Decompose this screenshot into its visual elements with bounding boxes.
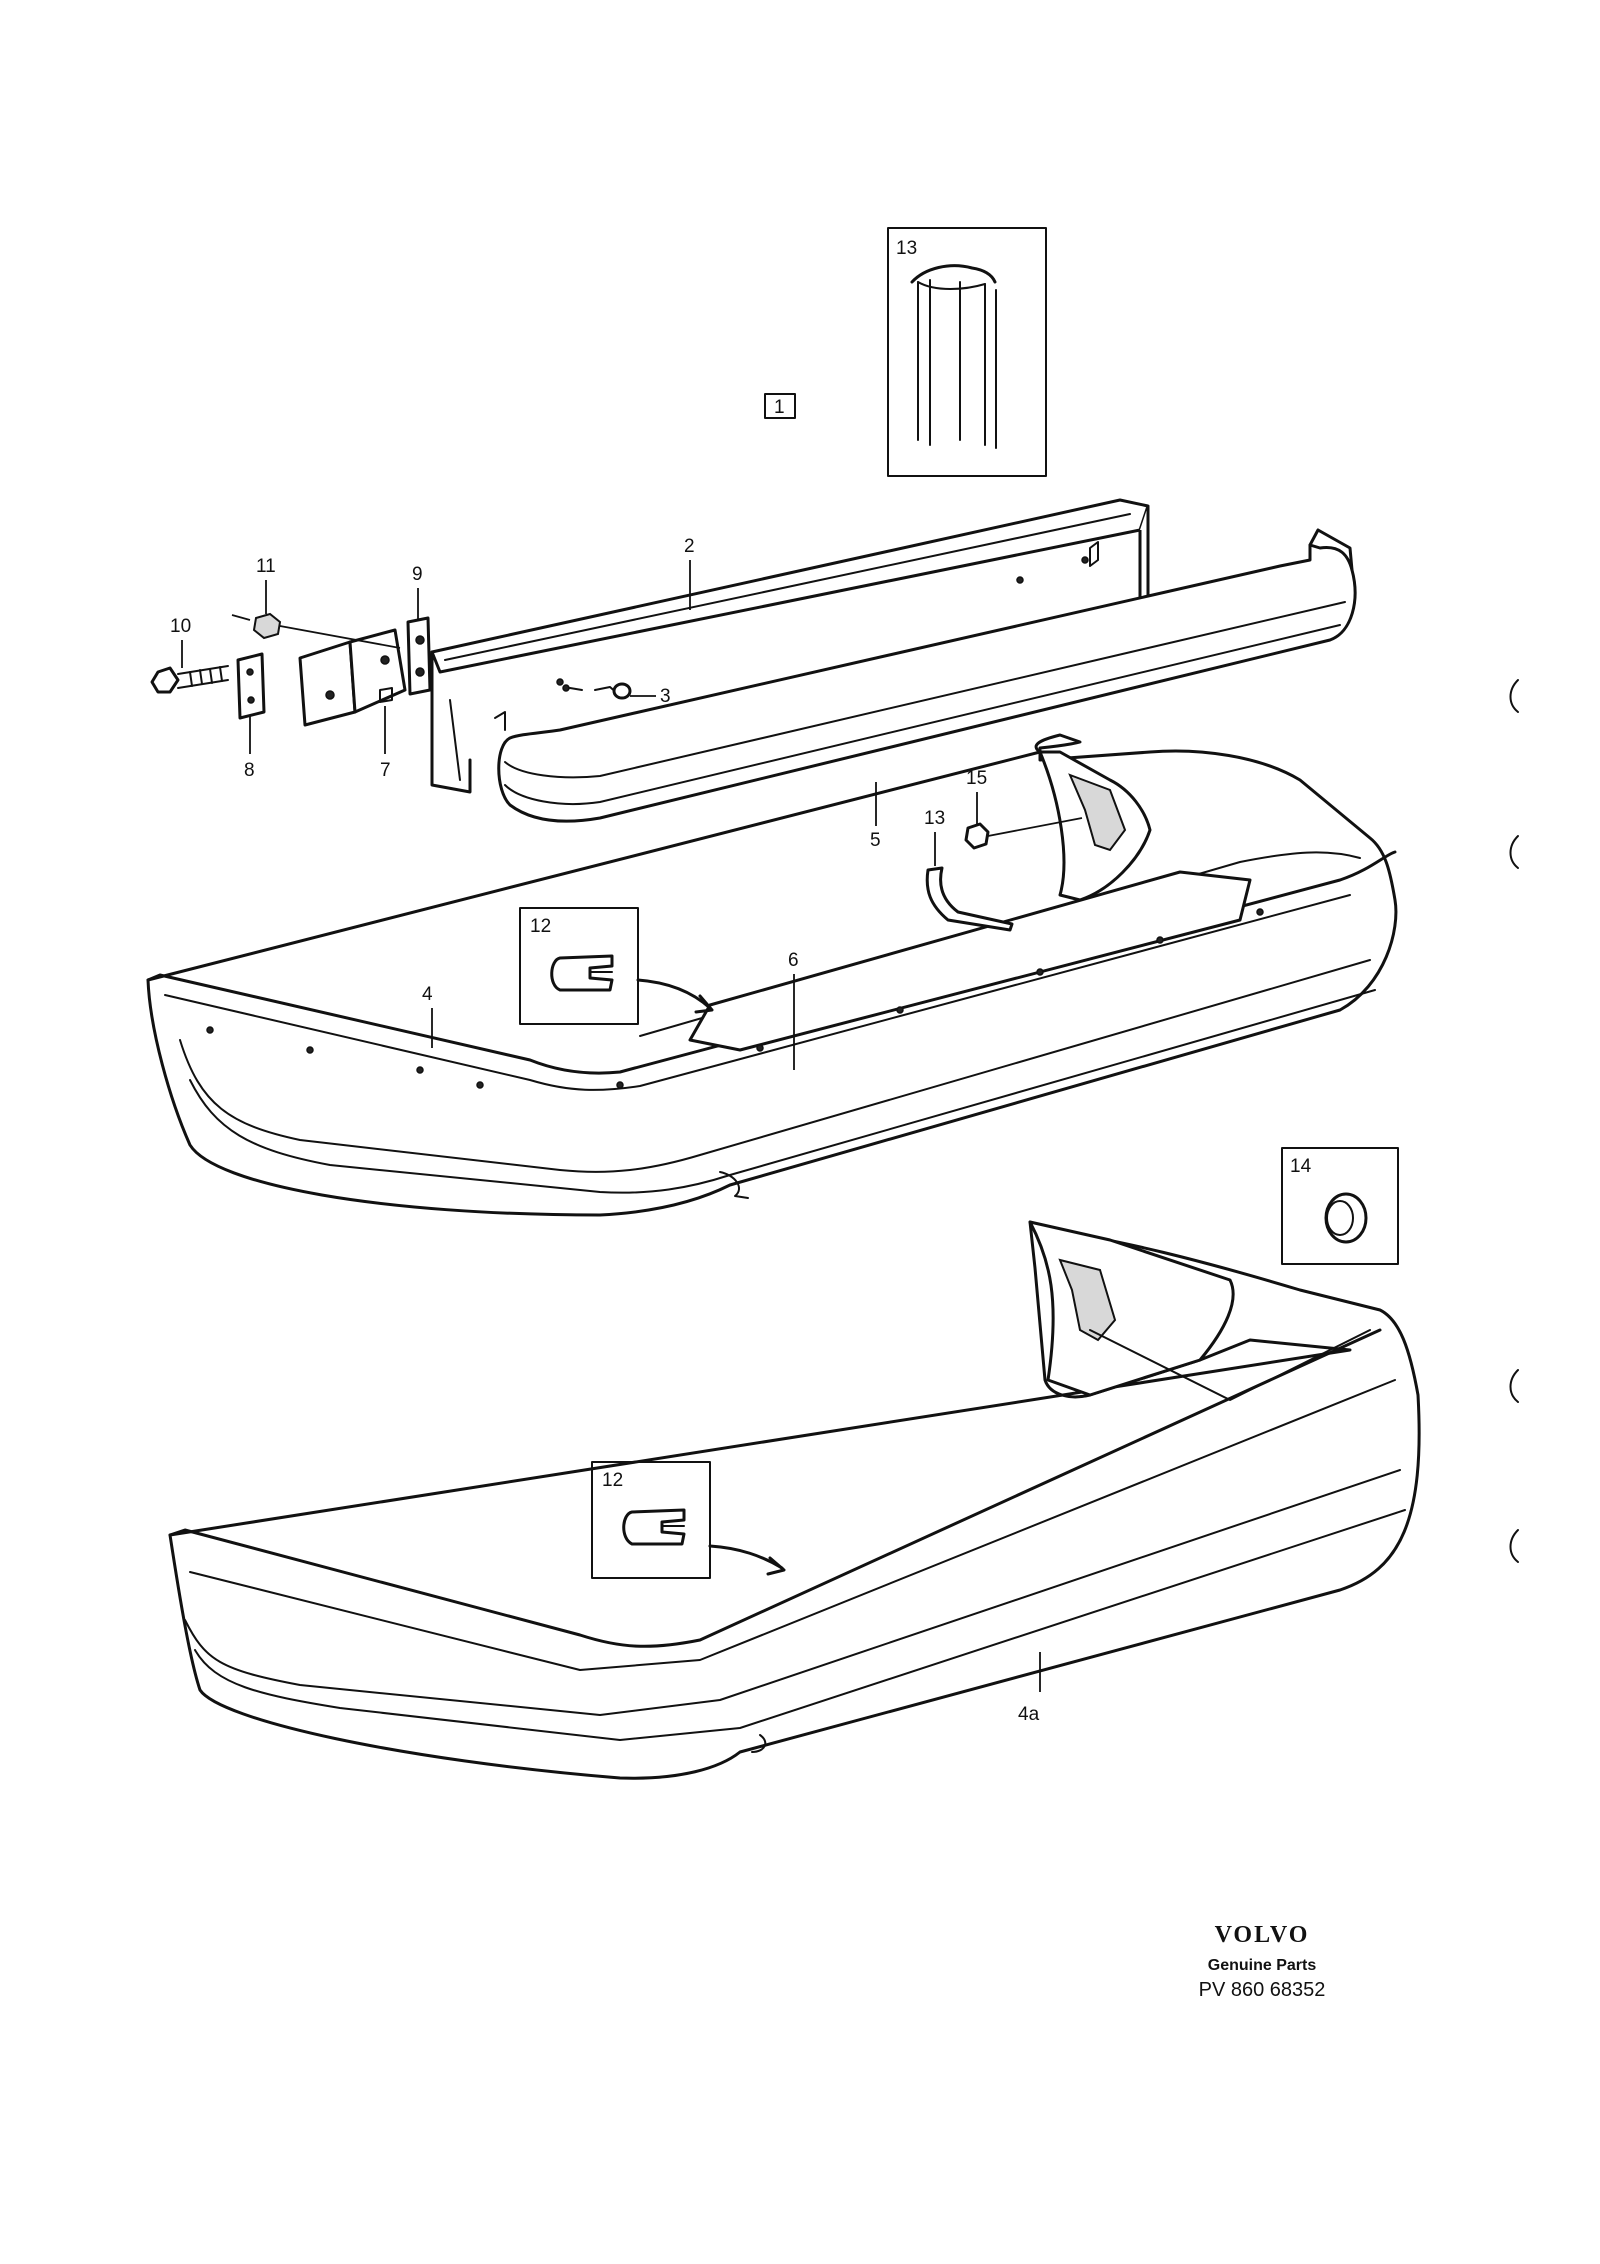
svg-text:15: 15 — [966, 768, 987, 789]
svg-text:2: 2 — [684, 536, 695, 557]
callout-5: 5 — [870, 782, 881, 851]
inset-12-upper-clip: 12 — [519, 907, 714, 1025]
inset-14-label: 14 — [1290, 1156, 1312, 1177]
callout-15: 15 — [966, 768, 987, 824]
bolt-15 — [964, 817, 1083, 850]
svg-text:4a: 4a — [1018, 1704, 1040, 1725]
svg-text:5: 5 — [870, 830, 881, 851]
svg-text:4: 4 — [422, 984, 433, 1005]
svg-text:3: 3 — [660, 686, 671, 707]
callout-3: 3 — [630, 686, 671, 707]
callout-8: 8 — [244, 716, 255, 781]
svg-text:7: 7 — [380, 760, 391, 781]
callout-4: 4 — [422, 984, 433, 1048]
callout-6: 6 — [788, 950, 799, 1070]
svg-text:8: 8 — [244, 760, 255, 781]
plate-8 — [236, 652, 266, 720]
bracket-7 — [298, 628, 407, 727]
strip-13 — [925, 866, 1014, 932]
bumper-cover-4 — [146, 733, 1398, 1217]
bumper-strip-5 — [497, 528, 1357, 823]
callout-13-part: 13 — [924, 808, 945, 866]
spacer-9 — [406, 616, 432, 696]
part-number-code: PV 860 68352 — [1199, 1979, 1326, 2001]
callout-2: 2 — [684, 536, 695, 610]
callout-4a: 4a — [1018, 1652, 1041, 1725]
inset-13-strip-profile: 13 — [887, 227, 1047, 477]
bumper-cover-4a — [168, 1220, 1421, 1780]
reference-box-1: 1 — [764, 393, 796, 419]
inset-12-upper-label: 12 — [530, 916, 551, 937]
bolt-10 — [150, 665, 229, 694]
svg-text:10: 10 — [170, 616, 191, 637]
callout-10: 10 — [170, 616, 191, 668]
svg-text:6: 6 — [788, 950, 799, 971]
svg-text:11: 11 — [256, 556, 276, 577]
callout-11: 11 — [256, 556, 276, 614]
volvo-logo: VOLVO — [1215, 1922, 1310, 1948]
nut-11 — [231, 612, 401, 649]
genuine-parts-text: Genuine Parts — [1208, 1957, 1317, 1974]
margin-marks — [1509, 679, 1519, 1563]
inset-14-plug: 14 — [1281, 1147, 1399, 1265]
inset-12-lower-label: 12 — [602, 1470, 623, 1491]
screw-3 — [562, 682, 632, 700]
reference-box-1-label: 1 — [774, 397, 785, 418]
mounting-rail-2 — [430, 498, 1150, 794]
rim-fasteners — [206, 908, 1264, 1089]
callout-9: 9 — [412, 564, 423, 620]
inset-12-lower-clip: 12 — [591, 1461, 786, 1579]
svg-text:13: 13 — [924, 808, 945, 829]
volvo-brand-block: VOLVO Genuine Parts PV 860 68352 — [1199, 1922, 1326, 2001]
inset-13-label: 13 — [896, 238, 917, 259]
svg-text:9: 9 — [412, 564, 423, 585]
callout-7: 7 — [380, 706, 391, 781]
